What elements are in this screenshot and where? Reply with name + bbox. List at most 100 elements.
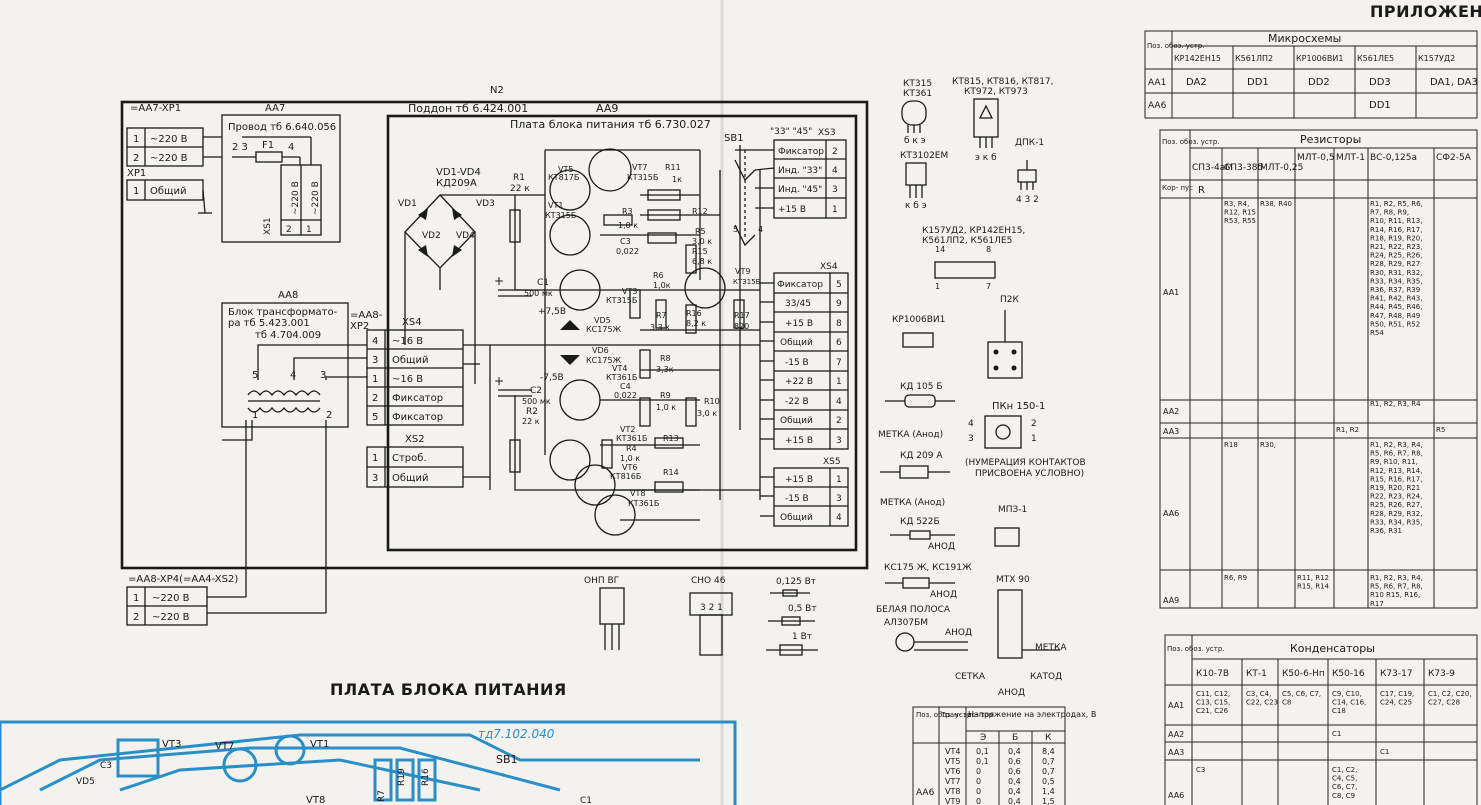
svg-text:КТ972, КТ973: КТ972, КТ973 (964, 87, 1028, 97)
svg-text:0,022: 0,022 (616, 247, 639, 256)
svg-text:XS2: XS2 (405, 434, 425, 445)
svg-text:К561ЛП2, К561ЛЕ5: К561ЛП2, К561ЛЕ5 (922, 236, 1012, 246)
svg-text:VT6: VT6 (622, 463, 637, 472)
sb1-label: SB1 (724, 133, 744, 144)
xs4b-label-7: -22 В (785, 397, 809, 407)
xs5-pin-1: 1 (836, 475, 842, 485)
cap-row-pos: AA1 (1168, 701, 1184, 710)
svg-text:~220 В: ~220 В (150, 153, 188, 164)
sb1-modes: "33" "45" (770, 127, 812, 137)
r10-resistor (685, 397, 697, 427)
micro-col-header: КР142ЕН15 (1174, 54, 1221, 63)
svg-text:R3: R3 (622, 207, 633, 216)
res-cell: R38, R40 (1260, 200, 1292, 208)
res-col-header: МЛТ-0,5 (1297, 153, 1335, 163)
res-cell: R30, (1260, 441, 1276, 449)
svg-text:C1: C1 (537, 278, 549, 288)
xs4-left-connector: XS4 (366, 317, 464, 426)
svg-text:C3: C3 (620, 237, 631, 246)
vt-row-transistor: VT9 (945, 797, 960, 805)
cap-col-header: К73-17 (1380, 669, 1413, 679)
svg-text:КС175Ж: КС175Ж (586, 325, 622, 334)
svg-text:2 3: 2 3 (232, 142, 248, 153)
xs5-pin-2: 3 (836, 494, 842, 504)
svg-text:Поз. обоз. устр.: Поз. обоз. устр. (1167, 645, 1225, 653)
provod-label: Провод тб 6.640.056 (228, 122, 336, 133)
svg-text:КТ361Б: КТ361Б (606, 373, 637, 382)
xs3-label: XS3 (818, 128, 836, 138)
svg-text:4: 4 (758, 225, 763, 234)
svg-text:АНОД: АНОД (928, 542, 955, 552)
vd-label: VD1-VD4 (436, 167, 481, 178)
micro-cell: DA2 (1186, 77, 1207, 88)
vt-row-k: 0,7 (1042, 767, 1055, 776)
svg-text:820: 820 (734, 322, 749, 331)
svg-text:КАТОД: КАТОД (1030, 672, 1062, 682)
vt-row-b: 0,4 (1008, 777, 1021, 786)
vt-row-k: 1,4 (1042, 787, 1055, 796)
cap-cell: C11, C12,C13, C15,C21, C26 (1196, 690, 1230, 715)
svg-text:4: 4 (288, 142, 294, 153)
svg-text:1,0 к: 1,0 к (656, 403, 676, 412)
svg-text:R6: R6 (653, 271, 664, 280)
pcb-md-label: тд7.102.040 (478, 727, 555, 741)
res-col-header: СФ2-5А (1436, 153, 1472, 163)
svg-text:Тран- зис- тор: Тран- зис- тор (940, 711, 994, 719)
xs3-label-3: Инд. "45" (778, 185, 822, 195)
svg-text:R16: R16 (686, 309, 702, 318)
vt-row-e: 0,1 (976, 757, 989, 766)
svg-text:2: 2 (326, 410, 332, 421)
res-title: Резисторы (1300, 133, 1361, 146)
svg-text:СЕТКА: СЕТКА (955, 672, 986, 682)
aa8-label: AA8 (278, 290, 298, 301)
svg-text:VT8: VT8 (306, 795, 325, 805)
cap-col-header: К50-16 (1332, 669, 1365, 679)
svg-text:МПЗ-1: МПЗ-1 (998, 505, 1027, 515)
svg-text:КТ361Б: КТ361Б (628, 499, 659, 508)
svg-text:VT7: VT7 (632, 163, 647, 172)
vt-row-k: 1,5 (1042, 797, 1055, 805)
xs2-label-1: Строб. (392, 453, 427, 464)
micro-col-header: К561ЛП2 (1235, 54, 1273, 63)
cap-cell: C5, C6, C7,C8 (1282, 690, 1321, 707)
svg-text:КД 522Б: КД 522Б (900, 517, 940, 527)
appendix-title: ПРИЛОЖЕНИЕ (1370, 2, 1481, 21)
cap-col-header: КТ-1 (1246, 669, 1267, 679)
svg-text:~220 В: ~220 В (150, 134, 188, 145)
xs4b-pin-9: 3 (836, 436, 842, 446)
svg-text:XS4: XS4 (402, 317, 422, 328)
svg-text:1к: 1к (672, 175, 682, 184)
xs4-label-5: Фиксатор (392, 412, 443, 423)
xs3-pin-3: 3 (832, 185, 838, 195)
xp1-connector: 1 2 ~220 В ~220 В XP1 1 Общий (126, 127, 212, 214)
svg-text:R15: R15 (692, 247, 708, 256)
poddon-label: Поддон тб 6.424.001 (408, 102, 528, 115)
svg-text:XS1: XS1 (263, 217, 273, 235)
svg-text:R12: R12 (692, 207, 708, 216)
cap-cell: C9, C10,C14, C16,C18 (1332, 690, 1366, 715)
svg-text:F1: F1 (262, 140, 274, 151)
res-cell: R1, R2, R5, R6,R7, R8, R9,R10, R11, R13,… (1370, 200, 1423, 337)
pcb-vt1 (274, 734, 306, 766)
svg-text:БЕЛАЯ ПОЛОСА: БЕЛАЯ ПОЛОСА (876, 605, 951, 615)
micro-cell: DA1, DA3 (1430, 77, 1478, 88)
res-cell: R18 (1224, 441, 1238, 449)
svg-text:МЕТКА (Анод): МЕТКА (Анод) (880, 498, 945, 508)
vt-row-b: 0,4 (1008, 747, 1021, 756)
xs4-pin-1: 4 (372, 336, 378, 347)
svg-text:э к б: э к б (975, 153, 997, 163)
diode-bridge: VD1 VD3 VD2 VD4 (398, 194, 495, 269)
vt7-transistor (588, 148, 632, 192)
xs3-label-2: Инд. "33" (778, 166, 822, 176)
kt3102-package (905, 162, 927, 186)
r9-resistor (639, 397, 651, 427)
cap-cell: C3, C4,C22, C23 (1246, 690, 1278, 707)
xs3-pin-4: 1 (832, 205, 838, 215)
svg-text:АНОД: АНОД (945, 628, 972, 638)
svg-text:1: 1 (133, 134, 139, 145)
kd105-diode (904, 394, 936, 408)
xs4-label-4: Фиксатор (392, 393, 443, 404)
svg-text:2: 2 (133, 612, 139, 623)
